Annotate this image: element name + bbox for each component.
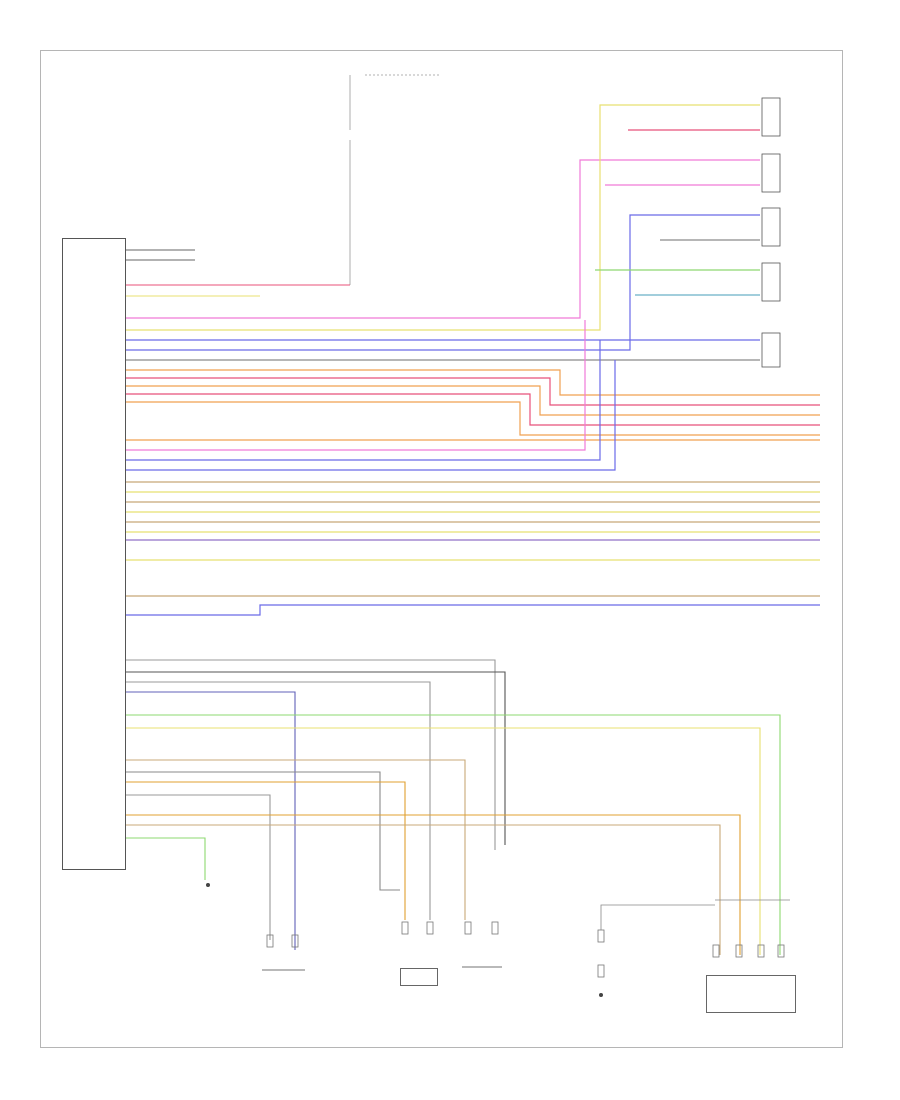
- lower-wires: [126, 659, 781, 955]
- antenna-feed: [600, 899, 790, 930]
- connector-ends: [206, 883, 785, 997]
- connector-c2-body: [400, 968, 438, 986]
- return-wires: [126, 320, 616, 471]
- amplifier-body: [706, 975, 796, 1013]
- module-top-wires: [126, 249, 350, 297]
- speaker-wires: [126, 104, 760, 361]
- fuse-feed: [349, 74, 440, 285]
- yellow-bus: [126, 481, 820, 616]
- diagram-frame: [40, 50, 843, 1048]
- red-orange-bundle: [126, 369, 820, 441]
- ground-symbols: [262, 966, 502, 971]
- speaker-brackets: [761, 97, 781, 368]
- control-module: [62, 238, 126, 870]
